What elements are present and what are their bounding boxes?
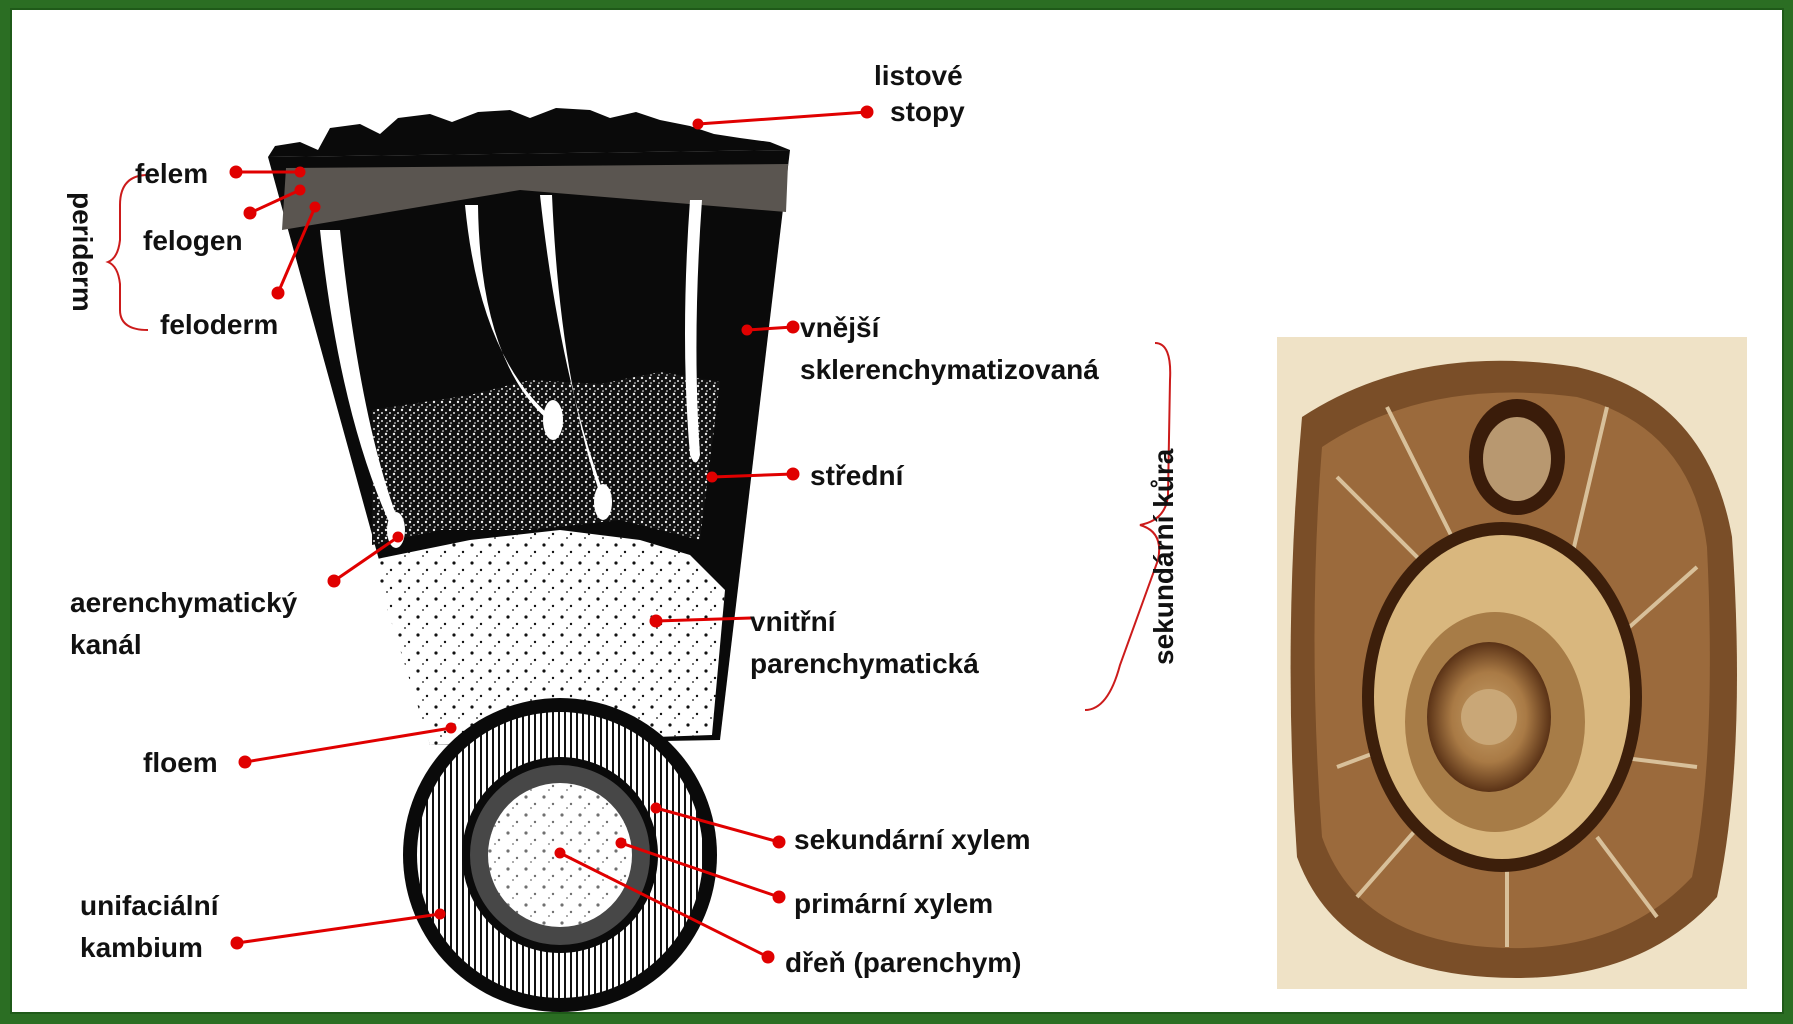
label-dren: dřeň (parenchym) <box>785 945 1022 981</box>
label-floem: floem <box>143 745 218 781</box>
label-sekundarni-xylem: sekundární xylem <box>794 822 1031 858</box>
label-felem: felem <box>135 156 208 192</box>
label-aerenchymaticky: aerenchymatický kanál <box>70 585 297 663</box>
label-unifacialni-kambium: unifaciální kambium <box>80 888 218 966</box>
label-primarni-xylem: primární xylem <box>794 886 993 922</box>
label-vnejsi: vnější sklerenchymatizovaná <box>800 310 1099 388</box>
cortex-wedge <box>268 108 790 745</box>
periderm-bracket <box>108 175 148 330</box>
label-sekundarni-kura: sekundární kůra <box>1148 449 1180 665</box>
label-stredni: střední <box>810 458 903 494</box>
label-periderm: periderm <box>66 192 98 312</box>
label-vnitrni: vnitřní parenchymatická <box>750 604 979 682</box>
label-felogen: felogen <box>143 223 243 259</box>
label-feloderm: feloderm <box>160 307 278 343</box>
stem-micrograph <box>1277 337 1747 989</box>
label-listove-stopy: listové stopy <box>872 58 965 130</box>
